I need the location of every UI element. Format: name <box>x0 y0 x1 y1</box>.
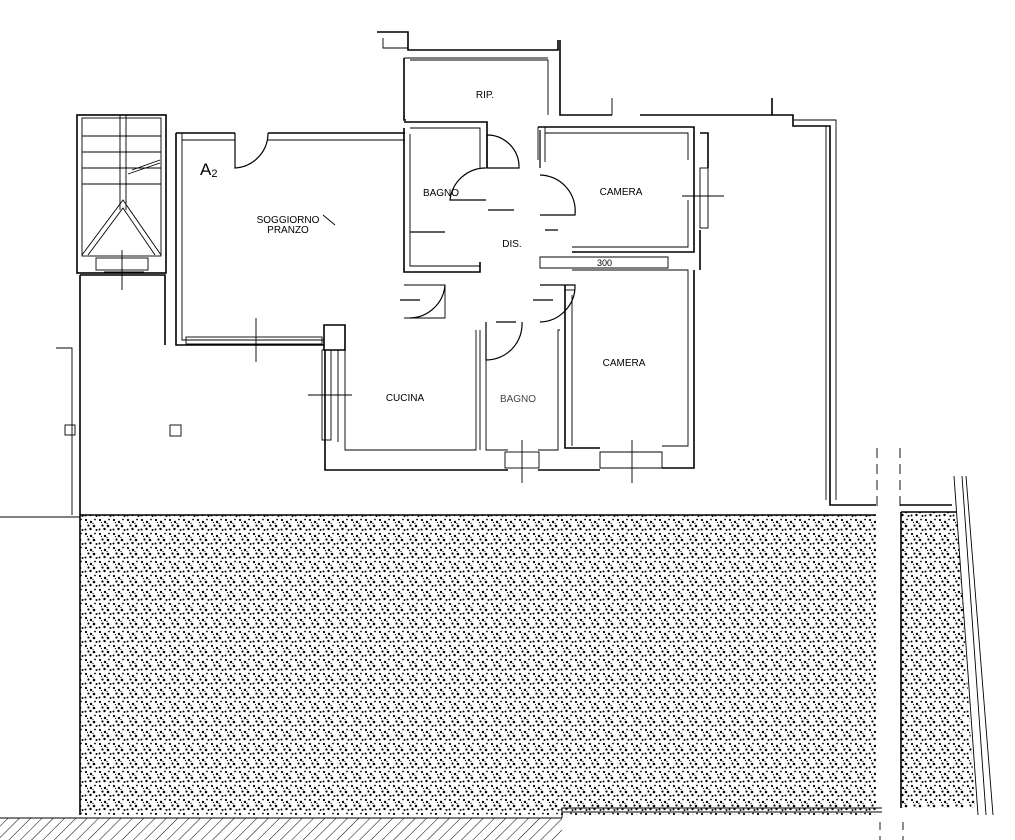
boundary-wall-hatch <box>0 807 904 840</box>
garden-gravel <box>0 511 975 815</box>
windows <box>104 167 724 483</box>
room-label-pranzo: PRANZO <box>267 225 309 236</box>
room-label-cucina: CUCINA <box>386 393 425 404</box>
boundary-lines <box>876 448 994 816</box>
room-label-disimpegno: DIS. <box>502 239 521 250</box>
dimension-label: 300 <box>597 258 612 268</box>
stairwell <box>76 114 167 290</box>
unit-letter: A <box>200 160 212 179</box>
svg-text:A2: A2 <box>200 160 217 180</box>
room-label-ripostiglio: RIP. <box>476 90 494 101</box>
room-label-bagno-1: BAGNO <box>423 188 459 199</box>
apartment-walls <box>175 31 876 506</box>
label-slash <box>322 214 336 226</box>
door-swings <box>234 130 576 361</box>
unit-label-a2: A2 <box>200 160 217 180</box>
unit-number: 2 <box>211 168 217 180</box>
room-label-camera-2: CAMERA <box>603 358 646 369</box>
terrace-outline <box>56 274 182 515</box>
room-label-soggiorno: SOGGIORNO <box>257 215 320 226</box>
room-label-bagno-2: BAGNO <box>500 394 536 405</box>
room-label-camera-1: CAMERA <box>600 187 643 198</box>
